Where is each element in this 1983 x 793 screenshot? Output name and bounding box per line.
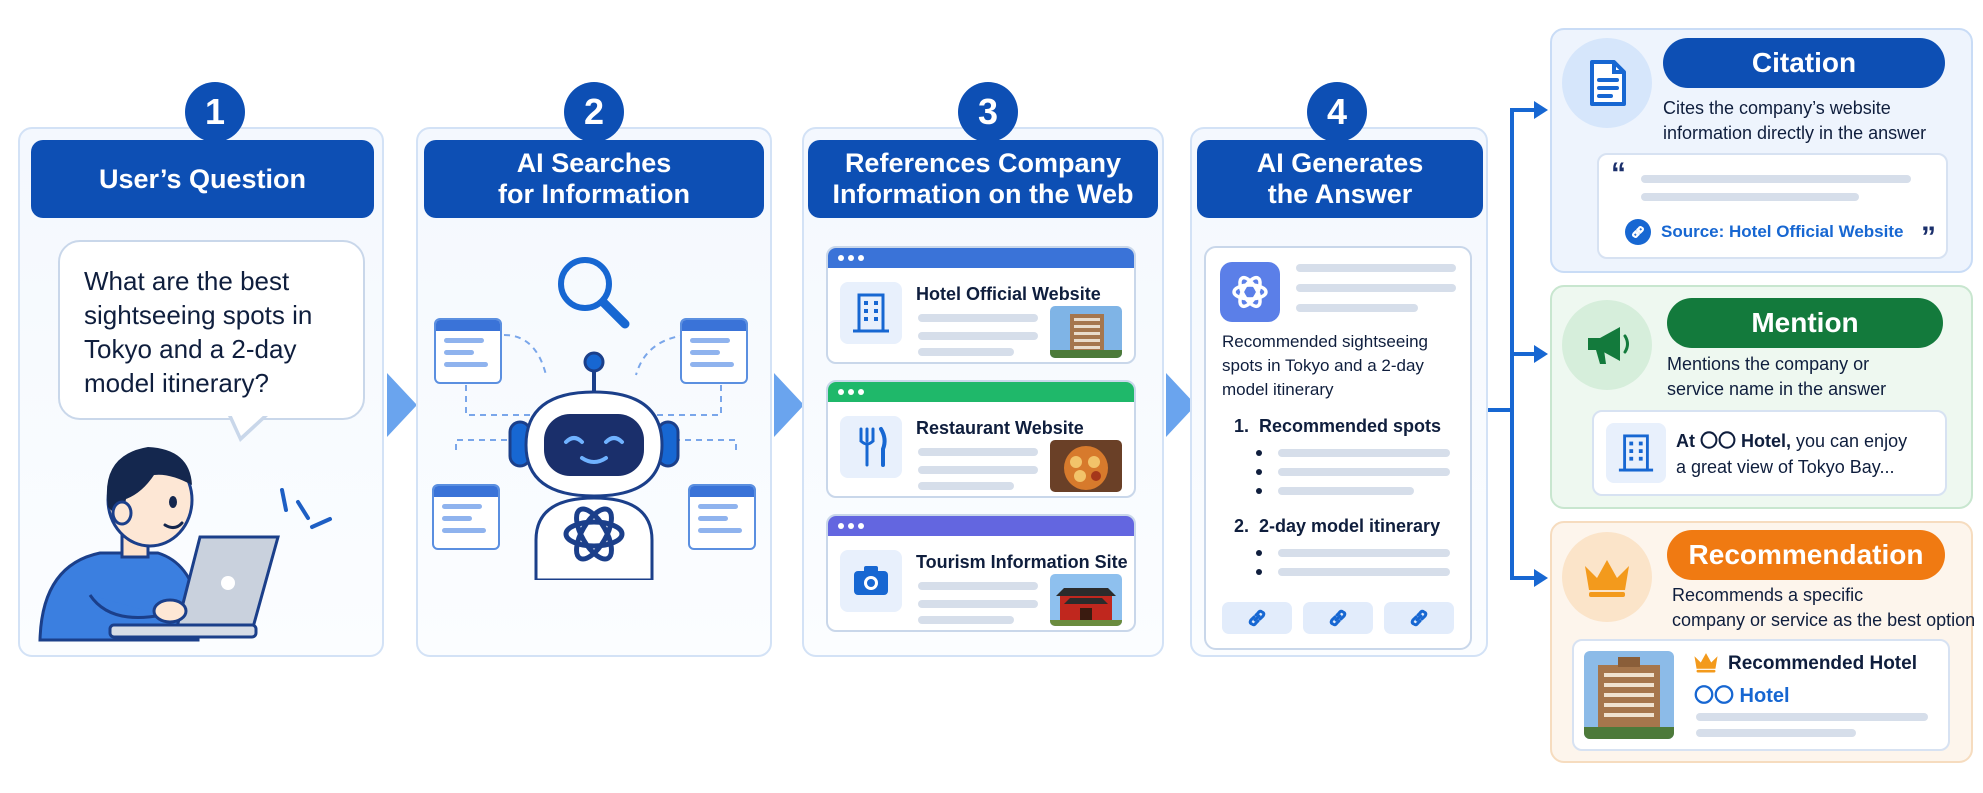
step-2-title-line: AI Searches (516, 148, 672, 178)
link-button[interactable] (1303, 602, 1373, 634)
question-line: Tokyo and a 2-day (84, 334, 297, 364)
citation-description: Cites the company’s website information … (1663, 96, 1926, 146)
quote-close-icon: ” (1921, 221, 1936, 254)
branch-arrowhead (1534, 345, 1548, 363)
question-bubble: What are the best sightseeing spots in T… (58, 240, 365, 420)
search-icon (558, 257, 630, 329)
citation-desc-line: Cites the company’s website (1663, 98, 1891, 118)
branch-arrowhead (1534, 569, 1548, 587)
browser-window-icon (680, 318, 748, 384)
browser-bar (828, 516, 1134, 536)
step-3-title-line: References Company (844, 148, 1122, 178)
mention-example: At 〇〇 Hotel, you can enjoy a great view … (1592, 410, 1947, 496)
document-icon (1562, 38, 1652, 128)
food-photo (1050, 440, 1122, 492)
crown-icon (1562, 532, 1652, 622)
browser-window-icon (434, 318, 502, 384)
step-1-header: User’s Question (31, 140, 374, 218)
fork-knife-icon (840, 416, 902, 478)
website-card-hotel: Hotel Official Website (826, 246, 1136, 364)
browser-bar (828, 382, 1134, 402)
crown-icon (1692, 651, 1720, 678)
recommendation-desc-line: company or service as the best option (1672, 610, 1976, 630)
flow-arrow (387, 373, 417, 437)
step-3-number: 3 (958, 82, 1018, 142)
answer-intro-line: Recommended sightseeing (1222, 332, 1429, 351)
step-4-title-line: AI Generates (1256, 148, 1424, 178)
step-1-number: 1 (185, 82, 245, 142)
branch-arrowhead (1534, 101, 1548, 119)
hotel-photo (1050, 306, 1122, 358)
step-2-title-line: for Information (498, 179, 690, 209)
link-icon (1625, 219, 1651, 245)
mention-text-bold: At 〇〇 Hotel, (1676, 431, 1791, 451)
mention-text-line2: a great view of Tokyo Bay... (1676, 457, 1895, 477)
browser-bar (828, 248, 1134, 268)
step-4-header: AI Generates the Answer (1197, 140, 1483, 218)
flow-arrow (774, 373, 804, 437)
question-line: model itinerary? (84, 368, 269, 398)
website-label: Restaurant Website (916, 418, 1084, 438)
browser-window-icon (432, 484, 500, 550)
bubble-tail-fill (231, 414, 265, 436)
link-button[interactable] (1222, 602, 1292, 634)
step-2-number: 2 (564, 82, 624, 142)
step-4-number: 4 (1307, 82, 1367, 142)
branch-connector (1510, 108, 1538, 112)
quote-open-icon: “ (1611, 157, 1626, 190)
citation-title: Citation (1663, 38, 1945, 88)
recommendation-example: Recommended Hotel 〇〇 Hotel (1572, 639, 1950, 751)
building-icon (840, 282, 902, 344)
branch-connector (1510, 108, 1514, 580)
answer-item-2: 2. 2-day model itinerary (1234, 516, 1441, 536)
question-line: sightseeing spots in (84, 300, 313, 330)
temple-photo (1050, 574, 1122, 626)
camera-icon (840, 550, 902, 612)
recommendation-title: Recommendation (1667, 530, 1945, 580)
link-icon (1248, 609, 1266, 627)
step-3-title-line: Information on the Web (832, 179, 1134, 209)
ai-robot-icon (508, 351, 680, 580)
step-3-header: References Company Information on the We… (808, 140, 1158, 218)
browser-window-icon (688, 484, 756, 550)
search-connections (455, 330, 737, 450)
mention-desc-line: service name in the answer (1667, 379, 1887, 399)
branch-connector (1510, 352, 1538, 356)
website-card-tourism: Tourism Information Site (826, 514, 1136, 632)
step-2-header: AI Searches for Information (424, 140, 764, 218)
recommendation-description: Recommends a specific company or service… (1672, 583, 1975, 633)
citation-example: “ Source: Hotel Official Website ” (1597, 153, 1948, 259)
link-button[interactable] (1384, 602, 1454, 634)
link-icon (1410, 609, 1428, 627)
link-icon (1329, 609, 1347, 627)
branch-connector (1510, 576, 1538, 580)
ai-answer-card: Recommended sightseeing spots in Tokyo a… (1204, 246, 1472, 650)
hotel-photo (1584, 651, 1674, 739)
website-label: Hotel Official Website (916, 284, 1101, 304)
mention-desc-line: Mentions the company or (1667, 354, 1870, 374)
building-icon (1606, 423, 1666, 483)
answer-item-1: 1. Recommended spots (1234, 416, 1442, 436)
answer-intro: Recommended sightseeing spots in Tokyo a… (1222, 330, 1428, 402)
citation-desc-line: information directly in the answer (1663, 123, 1927, 143)
step-4-title-line: the Answer (1267, 179, 1413, 209)
megaphone-icon (1562, 300, 1652, 390)
mention-text: At 〇〇 Hotel, you can enjoy a great view … (1676, 428, 1907, 480)
user-with-laptop-illustration (38, 447, 332, 642)
mention-description: Mentions the company or service name in … (1667, 352, 1886, 402)
ai-logo-icon (1220, 262, 1280, 322)
recommendation-desc-line: Recommends a specific (1672, 585, 1864, 605)
website-label: Tourism Information Site (916, 552, 1128, 572)
step-1-title-line: User’s Question (98, 163, 307, 194)
branch-connector (1488, 408, 1512, 412)
citation-source-link[interactable]: Source: Hotel Official Website (1661, 222, 1904, 241)
mention-title: Mention (1667, 298, 1943, 348)
answer-intro-line: spots in Tokyo and a 2-day (1222, 356, 1424, 375)
recommendation-card-name: 〇〇 Hotel (1694, 685, 1790, 707)
website-card-restaurant: Restaurant Website (826, 380, 1136, 498)
mention-text-rest: you can enjoy (1791, 431, 1908, 451)
question-line: What are the best (84, 266, 290, 296)
answer-intro-line: model itinerary (1222, 380, 1334, 399)
recommendation-card-title: Recommended Hotel (1728, 653, 1917, 674)
